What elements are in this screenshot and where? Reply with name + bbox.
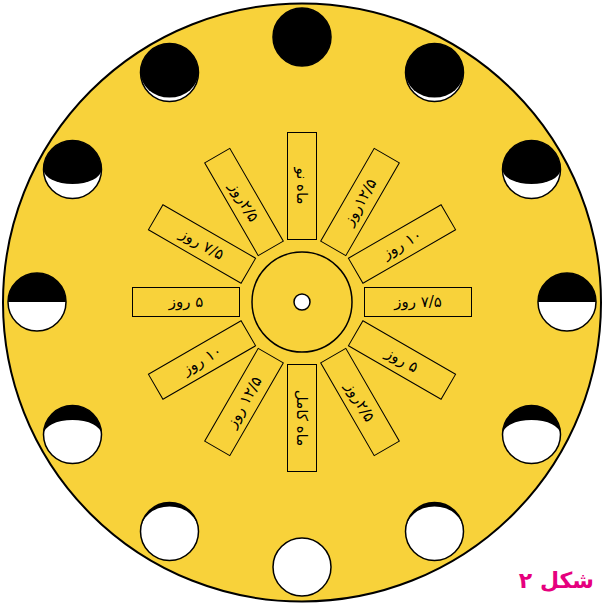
moon-outline bbox=[503, 141, 561, 199]
moon-phase bbox=[44, 406, 102, 464]
phase-label: ۱۲/۵ روز bbox=[224, 375, 265, 431]
moon-dark bbox=[44, 406, 102, 435]
phase-label: ماه کامل bbox=[295, 390, 310, 446]
phase-label: ۷/۵ روز bbox=[394, 295, 442, 310]
moon-lit bbox=[273, 8, 331, 66]
hub-circle bbox=[252, 252, 352, 352]
moon-outline bbox=[538, 273, 596, 331]
moon-dark bbox=[44, 141, 102, 185]
moon-phase bbox=[538, 273, 596, 331]
moon-outline bbox=[141, 44, 199, 102]
phase-label: ۲/۵روز bbox=[227, 179, 261, 224]
figure-caption: شکل ۲ bbox=[519, 568, 594, 593]
moon-lit bbox=[503, 406, 561, 464]
phase-box: ماه کامل bbox=[287, 364, 317, 472]
wheel-disc bbox=[3, 4, 601, 602]
moon-phase bbox=[273, 538, 331, 596]
moon-phase bbox=[44, 141, 102, 199]
moon-outline bbox=[503, 406, 561, 464]
moon-dark bbox=[503, 406, 561, 435]
phase-label: ۱۰ روز bbox=[179, 343, 223, 377]
phase-label: ۵ روز bbox=[384, 345, 421, 375]
moon-outline bbox=[273, 538, 331, 596]
moon-dark bbox=[503, 141, 561, 185]
phase-label: ۷/۵ روز bbox=[177, 226, 226, 263]
phase-label: ۲/۵روز bbox=[343, 380, 377, 425]
moon-outline bbox=[406, 503, 464, 561]
moon-outline bbox=[141, 503, 199, 561]
moon-phase bbox=[141, 503, 199, 561]
moon-outline bbox=[273, 8, 331, 66]
moon-lit bbox=[8, 273, 66, 331]
moon-lit bbox=[538, 273, 596, 331]
moon-lit bbox=[406, 44, 464, 102]
moon-outline bbox=[44, 141, 102, 199]
phase-box: ۷/۵ روز bbox=[364, 287, 472, 317]
moon-lit bbox=[273, 538, 331, 596]
phase-label: ۱۲/۵روز bbox=[341, 176, 379, 228]
moon-lit bbox=[44, 141, 102, 199]
moon-outline bbox=[44, 406, 102, 464]
phase-label: ۵ روز bbox=[169, 295, 204, 310]
moon-lit bbox=[406, 503, 464, 561]
moon-lit bbox=[44, 406, 102, 464]
moon-phase bbox=[273, 8, 331, 66]
moon-lit bbox=[141, 44, 199, 102]
moon-phase bbox=[141, 44, 199, 102]
moon-dark bbox=[406, 503, 464, 532]
moon-lit bbox=[141, 503, 199, 561]
phase-label: ماه نو bbox=[295, 167, 310, 204]
moon-dark bbox=[273, 8, 331, 66]
moon-phases bbox=[8, 8, 596, 596]
moon-phase bbox=[406, 503, 464, 561]
phase-box: ماه نو bbox=[287, 132, 317, 240]
moon-dark bbox=[141, 503, 199, 532]
moon-dark bbox=[538, 273, 596, 302]
moon-outline bbox=[406, 44, 464, 102]
moon-outline bbox=[8, 273, 66, 331]
moon-phase bbox=[406, 44, 464, 102]
moon-phase bbox=[503, 141, 561, 199]
moon-phase bbox=[503, 406, 561, 464]
phase-label: ۱۰ روز bbox=[380, 227, 424, 261]
hub-hole bbox=[294, 294, 310, 310]
moon-dark bbox=[8, 273, 66, 302]
phase-box: ۵ روز bbox=[132, 287, 240, 317]
moon-lit bbox=[503, 141, 561, 199]
moon-phase bbox=[8, 273, 66, 331]
